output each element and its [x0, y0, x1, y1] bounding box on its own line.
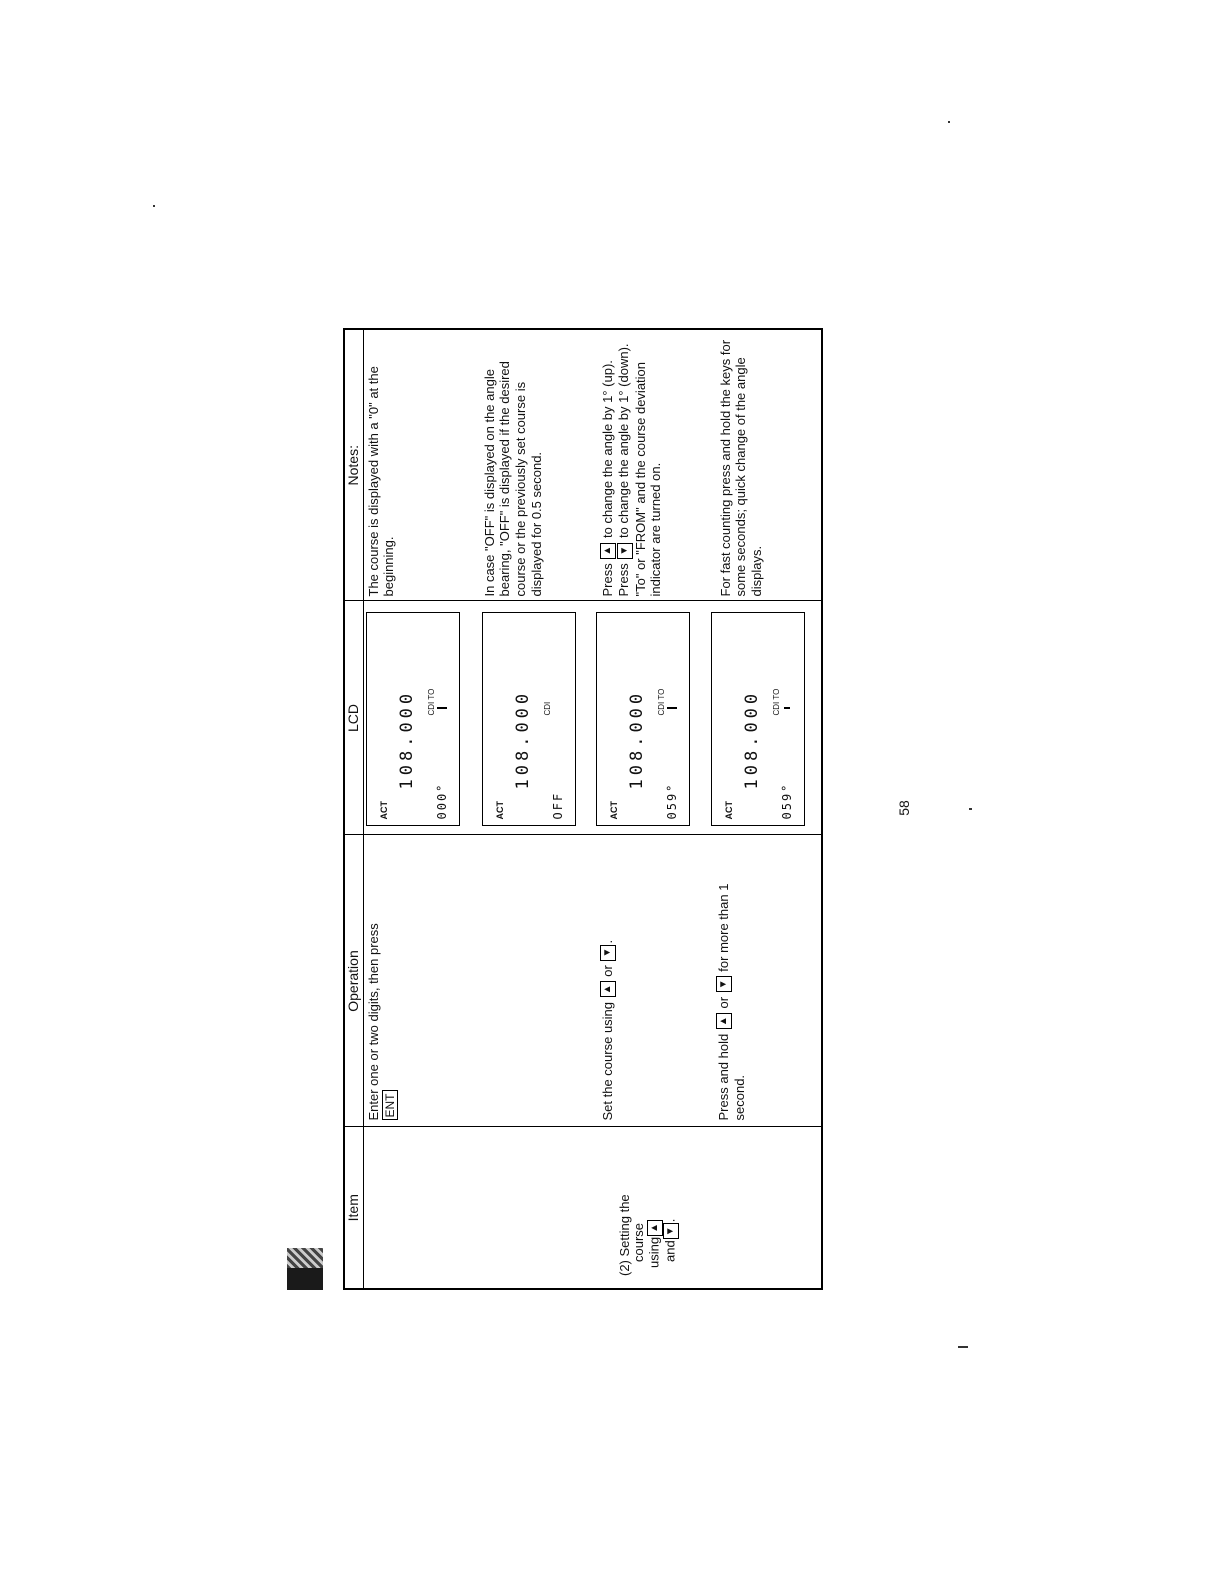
item-label-text: using — [646, 1236, 662, 1268]
table-header-row: Item Operation LCD Notes: — [344, 329, 363, 1289]
lcd-display: ACT 108.000 CDI TO 059° — [595, 612, 690, 827]
scan-corner-mark — [287, 1248, 323, 1290]
item-label-line: using▲ — [646, 1146, 664, 1276]
lcd-frequency: 108.000 — [741, 689, 762, 790]
ent-key-icon: ENT — [381, 1090, 398, 1121]
operation-text: Set the course using — [599, 1001, 615, 1121]
header-lcd: LCD — [344, 601, 363, 835]
note-text: The course is displayed with a "0" at th… — [365, 366, 397, 597]
up-key-icon: ▲ — [647, 1219, 664, 1236]
scan-speck — [153, 205, 155, 207]
item-label-line: course — [631, 1222, 647, 1262]
cdi-needle-icon — [783, 707, 790, 710]
lcd-frequency: 108.000 — [396, 689, 417, 790]
note-text: to change the angle by 1° (down). — [616, 343, 632, 539]
note-text: In case "OFF" is displayed on the angle … — [481, 361, 545, 597]
lcd-display: ACT 108.000 CDI TO 000° — [365, 612, 460, 827]
scan-speck — [948, 121, 950, 123]
item-label-line: and▼. — [662, 1146, 680, 1276]
operation-text: Enter one or two digits, then press — [365, 923, 381, 1121]
lcd-display: ACT 108.000 CDI OFF — [481, 612, 576, 827]
lcd-display: ACT 108.000 CDI TO 059° — [710, 612, 805, 827]
header-operation: Operation — [344, 835, 363, 1127]
lcd-frequency: 108.000 — [626, 689, 647, 790]
operation-text: Press and hold — [715, 1033, 731, 1121]
header-item: Item — [344, 1127, 363, 1289]
up-key-icon: ▲ — [600, 981, 617, 998]
notes-column: The course is displayed with a "0" at th… — [363, 329, 822, 601]
note-block: Press ▲ to change the angle by 1° (up). … — [600, 329, 665, 597]
item-label-text: and — [662, 1240, 678, 1262]
note-text: Press — [599, 563, 615, 597]
down-key-icon: ▼ — [600, 944, 617, 961]
lcd-column: ACT 108.000 CDI TO 000° ACT 108.000 CDI … — [363, 601, 822, 835]
scan-speck — [969, 808, 972, 810]
lcd-act-label: ACT — [723, 801, 734, 820]
lcd-angle: 000° — [434, 782, 449, 820]
operation-table: Item Operation LCD Notes: (2) Setting th… — [343, 328, 823, 1290]
table-body-row: (2) Setting the course using▲ and▼. Ente… — [363, 329, 822, 1289]
lcd-act-label: ACT — [494, 801, 505, 820]
operation-column: Enter one or two digits, then press ENT … — [363, 835, 822, 1127]
down-key-icon: ▼ — [616, 542, 633, 559]
operation-text: or — [715, 996, 731, 1009]
operation-step: Set the course using ▲ or ▼. — [600, 851, 617, 1121]
note-text: "To" or "FROM" and the course deviation … — [632, 361, 664, 597]
down-key-icon: ▼ — [663, 1223, 680, 1240]
item-label-text: . — [662, 1218, 678, 1223]
note-line: Press ▲ to change the angle by 1° (up). — [600, 329, 617, 597]
note-text: For fast counting press and hold the key… — [717, 339, 765, 597]
lcd-frequency: 108.000 — [512, 689, 533, 790]
lcd-cdi-label: CDI TO — [656, 688, 666, 716]
lcd-angle: 059° — [664, 782, 679, 820]
up-key-icon: ▲ — [716, 1013, 733, 1030]
lcd-cdi-label: CDI — [542, 701, 552, 716]
lcd-cdi-label: CDI TO — [771, 688, 781, 716]
note-text: Press — [616, 563, 632, 597]
operation-text: or — [599, 965, 615, 977]
rotated-manual-table: Item Operation LCD Notes: (2) Setting th… — [343, 328, 823, 1290]
up-key-icon: ▲ — [600, 542, 617, 559]
operation-step: Enter one or two digits, then press ENT — [366, 851, 399, 1121]
down-key-icon: ▼ — [716, 976, 733, 993]
item-label-line: (2) Setting the — [616, 1194, 632, 1276]
page-number: 58 — [895, 800, 912, 816]
operation-step: Press and hold ▲ or ▼ for more than 1 se… — [716, 851, 749, 1121]
scan-speck — [958, 1346, 968, 1348]
lcd-act-label: ACT — [608, 801, 619, 820]
lcd-act-label: ACT — [378, 801, 389, 820]
item-column: (2) Setting the course using▲ and▼. — [363, 1127, 822, 1289]
lcd-cdi-label: CDI TO — [426, 688, 436, 716]
lcd-angle: OFF — [550, 791, 565, 820]
item-label: (2) Setting the course using▲ and▼. — [616, 1146, 680, 1276]
note-line: Press ▼ to change the angle by 1° (down)… — [616, 329, 633, 597]
cdi-needle-icon — [436, 707, 447, 710]
operation-text: . — [599, 939, 615, 944]
lcd-angle: 059° — [779, 782, 794, 820]
note-text: to change the angle by 1° (up). — [599, 360, 615, 539]
cdi-needle-icon — [666, 707, 677, 710]
header-notes: Notes: — [344, 329, 363, 601]
